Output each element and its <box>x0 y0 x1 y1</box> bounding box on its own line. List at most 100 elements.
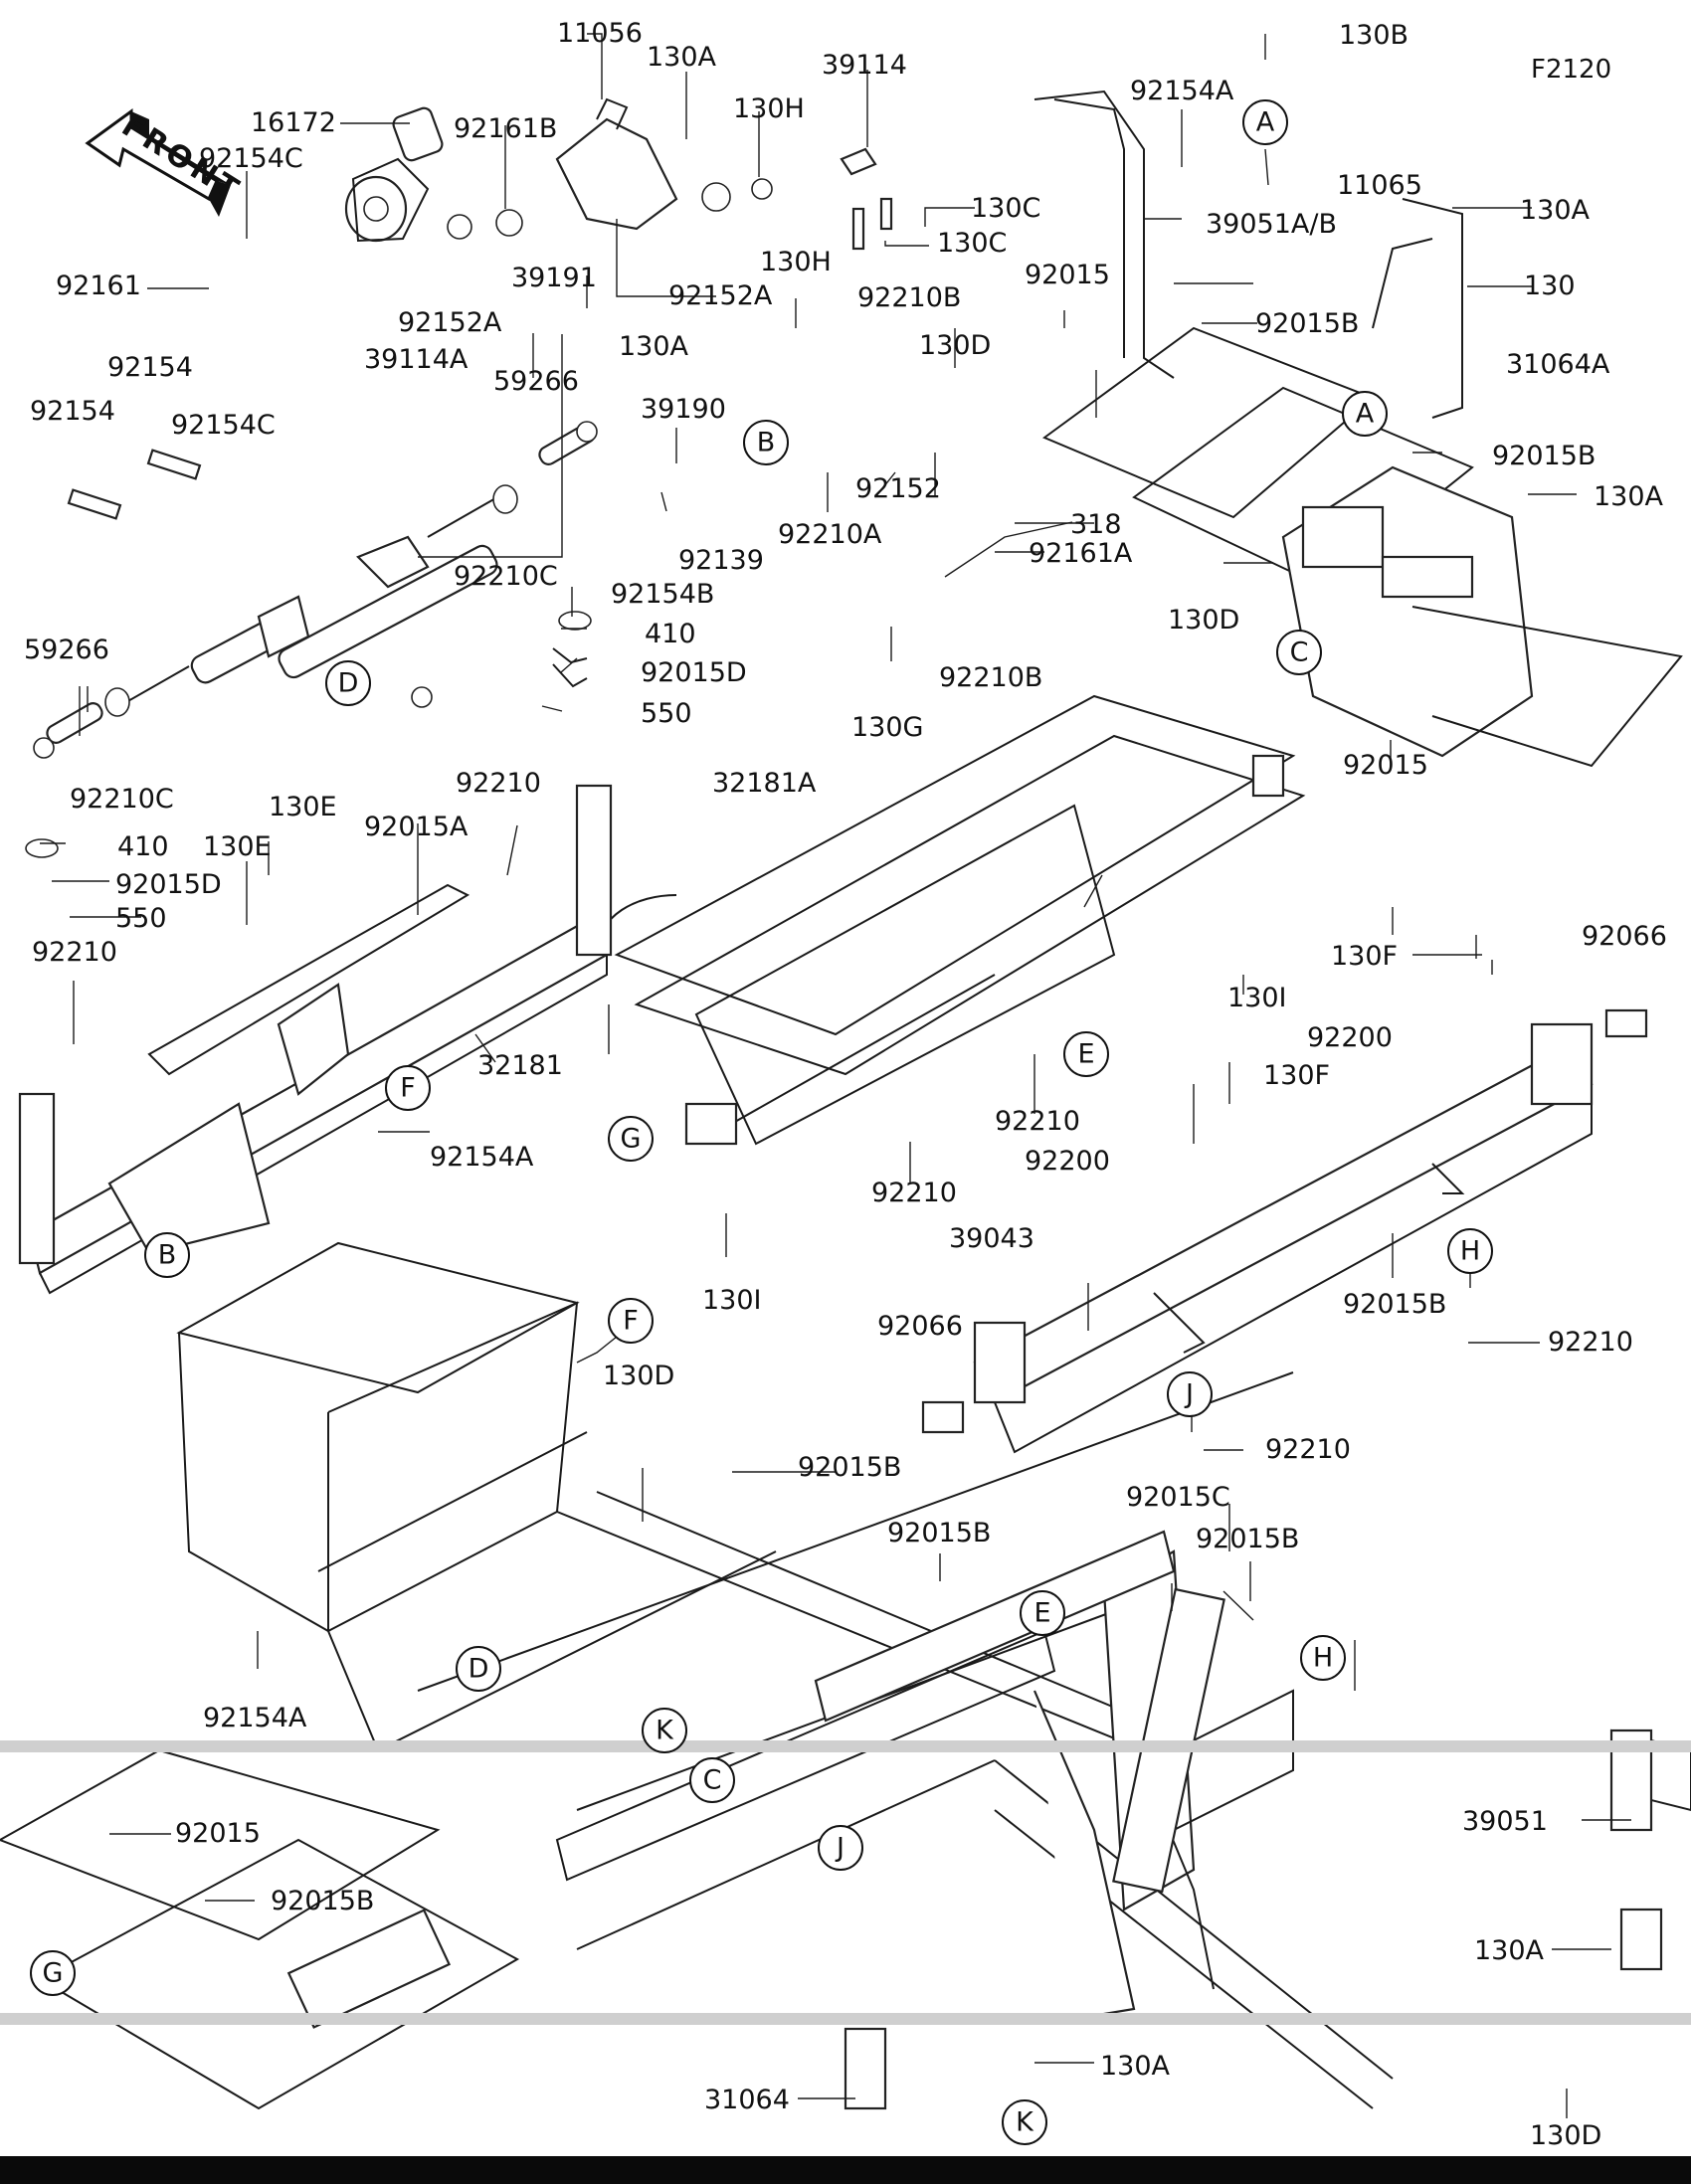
svg-text:B: B <box>158 1240 177 1271</box>
part-label: 92154A <box>203 1703 307 1733</box>
ref-marker-g: G <box>608 1116 654 1162</box>
part-label: 130D <box>1530 2120 1601 2151</box>
part-label: 130B <box>1339 20 1409 51</box>
part-label: 31064A <box>1506 349 1610 380</box>
part-label: 92210 <box>871 1178 957 1208</box>
part-label: 92154C <box>171 410 276 441</box>
ref-marker-j: J <box>818 1825 863 1871</box>
crossmember-39043 <box>921 1008 1648 1454</box>
ref-marker-k: K <box>642 1708 687 1753</box>
svg-text:E: E <box>1033 1598 1050 1629</box>
leader-lines <box>40 33 1631 2118</box>
svg-text:D: D <box>469 1654 489 1685</box>
ref-marker-e: E <box>1063 1031 1109 1077</box>
part-label: 11056 <box>557 18 643 49</box>
part-label: 92015 <box>175 1818 261 1849</box>
part-label: 130A <box>619 331 689 362</box>
svg-text:F: F <box>400 1073 416 1104</box>
part-label: 92161 <box>56 271 141 301</box>
part-label: 130G <box>851 712 923 743</box>
part-label: 92200 <box>1307 1022 1393 1053</box>
ref-marker-f: F <box>608 1298 654 1344</box>
steering-motor-assembly <box>344 97 893 251</box>
part-label: 11065 <box>1337 170 1422 201</box>
part-label: 130A <box>1594 481 1664 512</box>
part-label: 92154B <box>611 579 714 610</box>
svg-text:G: G <box>43 1958 64 1989</box>
part-label: 92015 <box>1343 750 1428 781</box>
part-label: 318 <box>1070 509 1122 540</box>
part-label: 550 <box>115 903 167 934</box>
ref-marker-d: D <box>325 660 371 706</box>
ref-marker-j: J <box>1167 1371 1213 1417</box>
part-label: 92210C <box>454 561 558 592</box>
part-label: 130E <box>203 831 272 862</box>
part-label: 92210A <box>778 519 882 550</box>
part-label: 550 <box>641 698 692 729</box>
scan-noise <box>0 1740 1691 2184</box>
part-label: 92210 <box>1265 1434 1351 1465</box>
part-label: 130C <box>937 228 1007 259</box>
part-label: 92210 <box>1548 1327 1633 1358</box>
part-label: 130A <box>647 42 717 73</box>
svg-text:J: J <box>1184 1379 1194 1410</box>
steering-rack-assembly <box>25 421 598 858</box>
ref-marker-c: C <box>1276 630 1322 675</box>
part-label: 130H <box>760 247 832 277</box>
part-label: 130D <box>919 330 991 361</box>
part-label: 16172 <box>251 107 336 138</box>
part-label: 31064 <box>704 2085 790 2115</box>
frame-rear-section <box>1033 90 1683 768</box>
part-label: 92015B <box>887 1518 991 1548</box>
part-label: 92210 <box>995 1106 1080 1137</box>
part-label: 130I <box>1227 983 1287 1013</box>
part-label: 59266 <box>24 635 109 665</box>
part-label: 92139 <box>678 545 764 576</box>
part-label: 39114A <box>364 344 469 375</box>
svg-text:A: A <box>1256 107 1275 138</box>
part-label: 92152A <box>398 307 502 338</box>
part-label: 92015C <box>1126 1482 1230 1513</box>
part-label: 92015 <box>1025 260 1110 290</box>
part-label: 39114 <box>822 50 907 81</box>
part-label: 130D <box>603 1361 674 1391</box>
svg-text:C: C <box>1290 637 1309 668</box>
part-label: 39191 <box>511 263 597 293</box>
part-label: 92210B <box>857 282 961 313</box>
part-label: 92015A <box>364 812 469 842</box>
ref-marker-f: F <box>385 1065 431 1111</box>
part-label: 92210 <box>32 937 117 968</box>
ref-marker-h: H <box>1447 1228 1493 1274</box>
svg-text:B: B <box>757 428 776 458</box>
part-label: 92210B <box>939 662 1042 693</box>
svg-text:A: A <box>1356 399 1375 430</box>
part-label: 92210C <box>70 784 174 815</box>
part-label: 130E <box>269 792 337 822</box>
part-label: 410 <box>645 619 696 649</box>
part-label: 92161A <box>1029 538 1133 569</box>
svg-text:J: J <box>835 1833 845 1864</box>
ref-marker-k: K <box>1002 2099 1047 2145</box>
part-label: 92161B <box>454 113 557 144</box>
ref-marker-h: H <box>1300 1635 1346 1681</box>
part-label: 92015B <box>1196 1524 1299 1554</box>
ref-marker-b: B <box>144 1232 190 1278</box>
part-label: 130 <box>1524 271 1576 301</box>
part-label: 92066 <box>1582 921 1667 952</box>
part-label: 92200 <box>1025 1146 1110 1177</box>
part-label: 39190 <box>641 394 726 425</box>
svg-text:E: E <box>1077 1039 1094 1070</box>
part-label: 92154A <box>430 1142 534 1173</box>
part-label: 39051 <box>1462 1806 1548 1837</box>
part-label: 92015B <box>1255 308 1359 339</box>
svg-text:H: H <box>1313 1643 1333 1674</box>
part-label: 92015D <box>641 657 747 688</box>
part-label: 130F <box>1263 1060 1330 1091</box>
svg-text:K: K <box>1016 2107 1034 2138</box>
part-label: 92015B <box>1343 1289 1446 1320</box>
part-label: 92210 <box>456 768 541 799</box>
figure-code: F2120 <box>1531 55 1611 85</box>
part-label: 130A <box>1474 1935 1545 1966</box>
ref-marker-b: B <box>743 420 789 465</box>
